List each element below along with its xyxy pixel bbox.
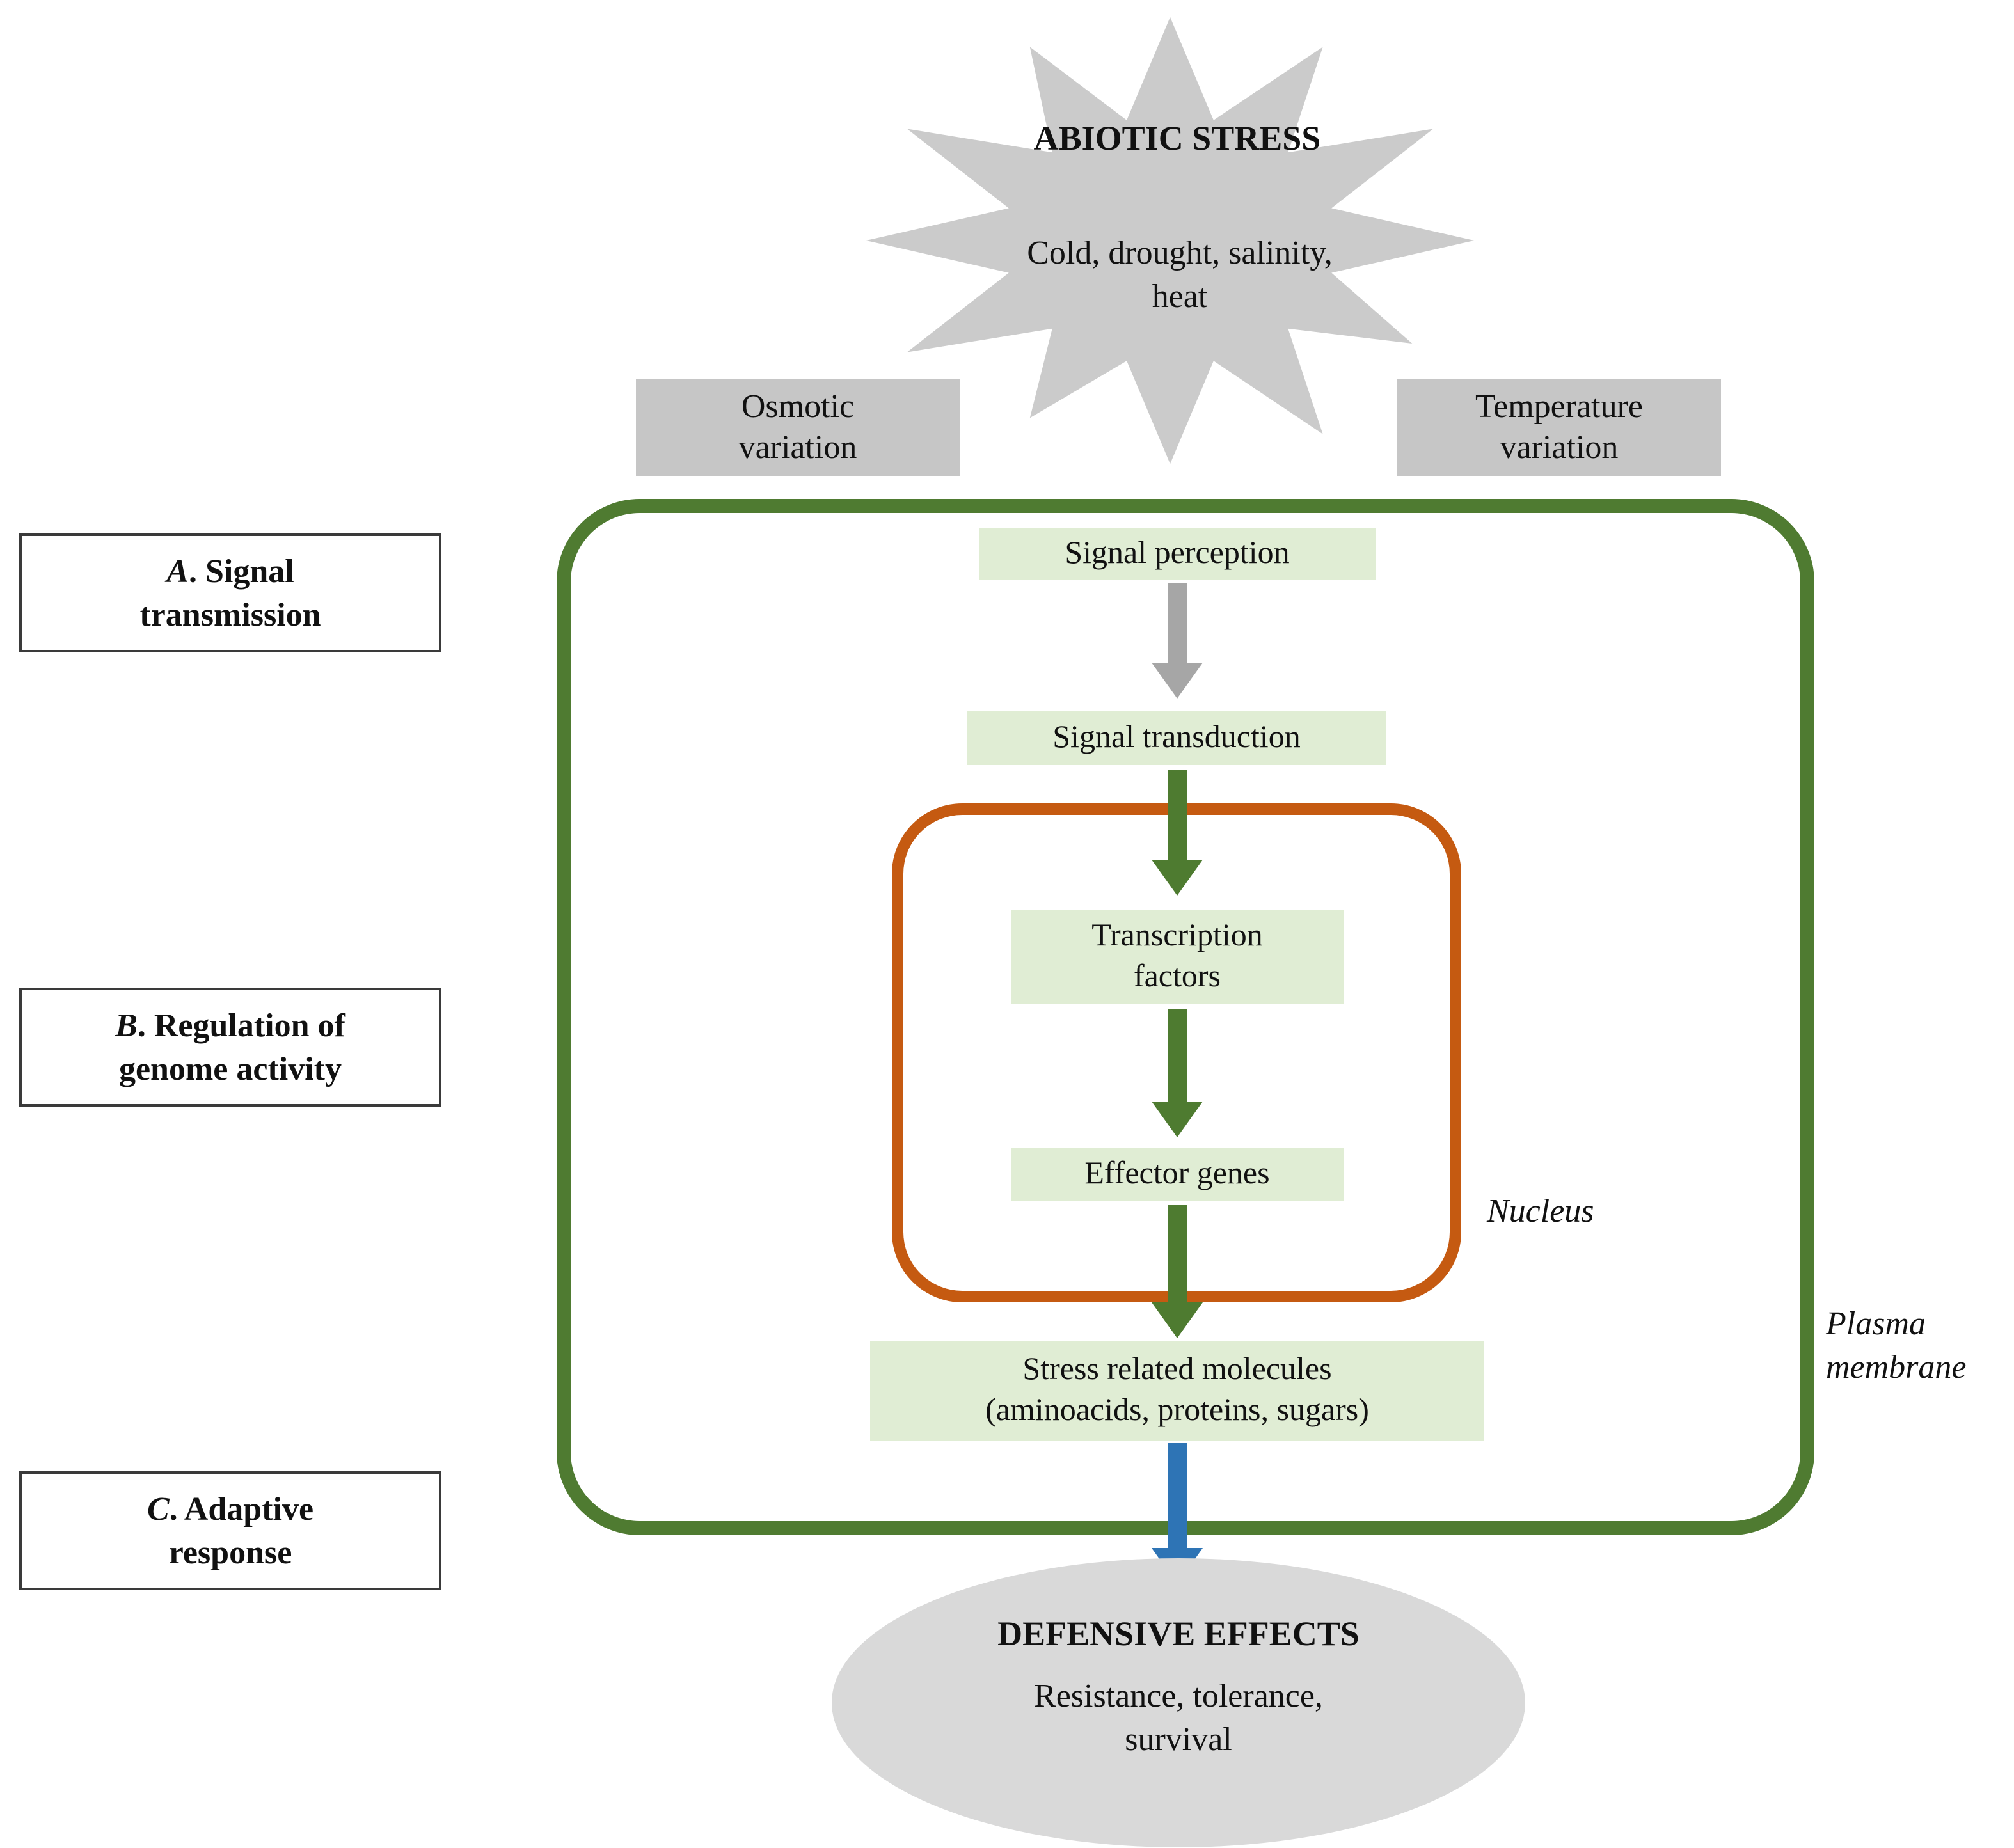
arrow-down-transduction-to-tf-icon [1152, 770, 1203, 896]
arrow-shaft [1168, 1205, 1187, 1302]
signal-perception-box: Signal perception [979, 528, 1376, 580]
osmotic-variation-label: Osmotic variation [738, 387, 857, 466]
arrow-head [1152, 663, 1203, 699]
defensive-effects-ellipse: DEFENSIVE EFFECTS Resistance, tolerance,… [832, 1558, 1525, 1847]
arrow-head [1152, 1102, 1203, 1137]
stage-text-c: . Adaptive response [168, 1490, 314, 1570]
stage-label-b-text: B. Regulation of genome activity [86, 1004, 374, 1090]
arrow-head [1152, 1302, 1203, 1338]
plasma-membrane-label: Plasma membrane [1826, 1305, 1967, 1386]
starburst-polygon [866, 17, 1475, 464]
effector-genes-box: Effector genes [1011, 1148, 1344, 1201]
arrow-shaft [1168, 583, 1187, 663]
stage-label-c-text: C. Adaptive response [134, 1487, 326, 1574]
transcription-factors-label: Transcription factors [1091, 918, 1263, 994]
abiotic-stress-burst-icon [866, 17, 1475, 464]
stage-label-a: A. Signal transmission [19, 533, 441, 652]
stage-letter-a: A [166, 552, 189, 590]
stage-label-a-text: A. Signal transmission [122, 549, 339, 636]
stage-letter-c: C [147, 1490, 170, 1528]
arrow-head [1152, 860, 1203, 896]
stage-label-b: B. Regulation of genome activity [19, 988, 441, 1107]
signal-perception-label: Signal perception [1065, 535, 1290, 571]
arrow-down-tf-to-effector-icon [1152, 1009, 1203, 1137]
arrow-shaft [1168, 1443, 1187, 1548]
effector-genes-label: Effector genes [1084, 1156, 1270, 1191]
osmotic-variation-box: Osmotic variation [636, 379, 960, 476]
nucleus-label: Nucleus [1487, 1192, 1594, 1229]
transcription-factors-box: Transcription factors [1011, 910, 1344, 1004]
abiotic-stress-subtitle: Cold, drought, salinity, heat [1027, 234, 1333, 315]
temperature-variation-box: Temperature variation [1397, 379, 1721, 476]
stress-molecules-line1: Stress related molecules [1022, 1352, 1332, 1386]
stage-text-b: . Regulation of genome activity [118, 1006, 345, 1087]
abiotic-stress-title: ABIOTIC STRESS [1033, 119, 1321, 157]
stress-molecules-box: Stress related molecules (aminoacids, pr… [870, 1341, 1484, 1441]
signal-transduction-label: Signal transduction [1052, 720, 1301, 755]
signal-transduction-box: Signal transduction [967, 711, 1386, 765]
stage-text-a: . Signal transmission [139, 552, 321, 633]
stage-letter-b: B [115, 1006, 138, 1044]
arrow-shaft [1168, 770, 1187, 860]
stress-molecules-line2: (aminoacids, proteins, sugars) [985, 1393, 1369, 1428]
arrow-down-perception-to-transduction-icon [1152, 583, 1203, 699]
stage-label-c: C. Adaptive response [19, 1471, 441, 1590]
plasma-membrane-outline [557, 499, 1814, 1535]
arrow-shaft [1168, 1009, 1187, 1102]
defensive-effects-subtitle: Resistance, tolerance, survival [1034, 1677, 1323, 1758]
defensive-effects-title: DEFENSIVE EFFECTS [997, 1615, 1360, 1653]
arrow-down-effector-to-molecules-icon [1152, 1205, 1203, 1338]
temperature-variation-label: Temperature variation [1475, 387, 1643, 466]
